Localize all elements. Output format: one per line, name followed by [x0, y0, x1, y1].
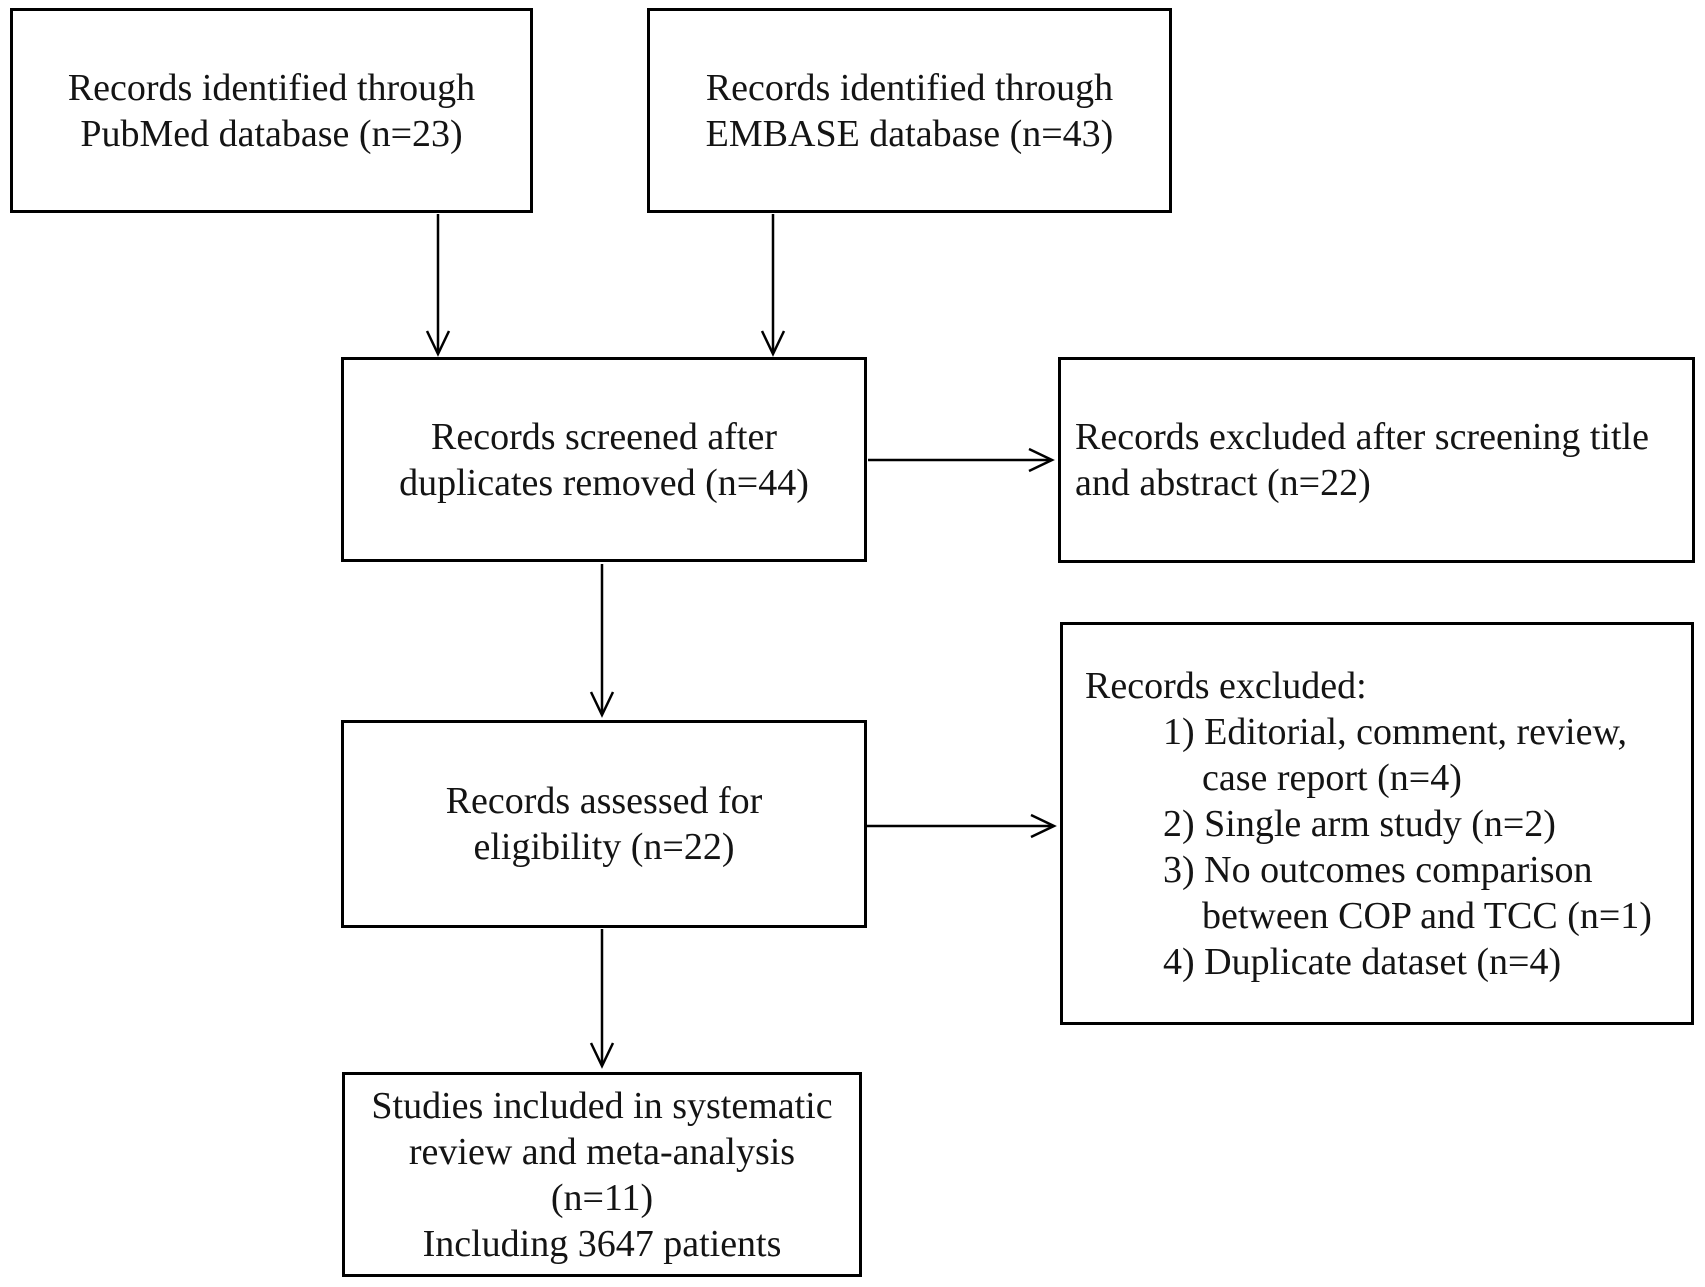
box-text-line: review and meta-analysis — [408, 1130, 796, 1173]
arrow-screened-to-excluded — [868, 447, 1055, 473]
exclusion-item-continued: between COP and TCC (n=1) — [1202, 895, 1652, 937]
box-text-line: Records screened after — [430, 415, 778, 458]
arrow-assessed-to-included — [589, 929, 615, 1069]
exclusion-item: 3) No outcomes comparison — [1163, 849, 1593, 891]
records-excluded-screening-box: Records excluded after screening title a… — [1058, 357, 1695, 563]
box-text-line: Including 3647 patients — [422, 1222, 782, 1265]
exclusion-list-title: Records excluded: — [1085, 665, 1367, 707]
box-text-line: Studies included in systematic — [371, 1084, 833, 1127]
box-text-line: eligibility (n=22) — [473, 826, 735, 868]
records-identified-embase-box: Records identified through EMBASE databa… — [647, 8, 1172, 213]
records-excluded-eligibility-box: Records excluded: 1) Editorial, comment,… — [1060, 622, 1694, 1025]
exclusion-item-continued: case report (n=4) — [1202, 757, 1462, 799]
exclusion-item: 4) Duplicate dataset (n=4) — [1163, 941, 1562, 983]
box-text-line: PubMed database (n=23) — [80, 112, 463, 155]
arrow-pubmed-to-screened — [425, 214, 451, 357]
studies-included-box: Studies included in systematic review an… — [342, 1072, 862, 1277]
box-text-line: Records excluded after screening title — [1075, 416, 1649, 458]
arrow-assessed-to-excluded — [866, 813, 1057, 839]
box-text-line: Records identified through — [67, 66, 476, 109]
records-identified-pubmed-box: Records identified through PubMed databa… — [10, 8, 533, 213]
arrow-embase-to-screened — [760, 214, 786, 357]
records-screened-box: Records screened after duplicates remove… — [341, 357, 867, 562]
box-text-line: EMBASE database (n=43) — [705, 112, 1114, 155]
exclusion-item: 1) Editorial, comment, review, — [1163, 711, 1627, 753]
box-text-line: Records identified through — [705, 66, 1114, 109]
arrow-screened-to-assessed — [589, 564, 615, 718]
box-text-line: and abstract (n=22) — [1075, 462, 1371, 504]
box-text-line: (n=11) — [550, 1176, 654, 1219]
records-assessed-box: Records assessed for eligibility (n=22) — [341, 720, 867, 928]
exclusion-item: 2) Single arm study (n=2) — [1163, 803, 1556, 845]
box-text-line: Records assessed for — [445, 780, 763, 822]
box-text-line: duplicates removed (n=44) — [399, 461, 809, 504]
